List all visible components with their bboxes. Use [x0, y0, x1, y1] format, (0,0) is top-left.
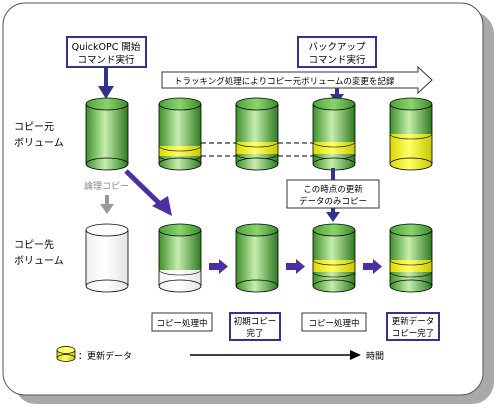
source-cylinder-2 — [158, 97, 202, 171]
target-cylinder-5 — [389, 223, 433, 293]
target-flow-arrow-2 — [286, 259, 305, 274]
backup-callout-line2: コマンド実行 — [308, 54, 366, 66]
diagonal-copy-arrow-head — [152, 196, 172, 216]
legend-update-data-icon — [56, 346, 76, 362]
status-update-done — [386, 312, 440, 341]
target-cylinder-2 — [158, 223, 202, 293]
logical-copy-label: 論理コピー — [84, 180, 129, 192]
quickopc-callout-line2: コマンド実行 — [77, 54, 135, 66]
source-cylinder-3 — [235, 97, 279, 171]
backup-callout-line1: バックアップ — [308, 42, 366, 53]
status-update-done-line2: コピー完了 — [392, 328, 435, 339]
status-copying-2 — [301, 312, 367, 332]
source-cylinder-1 — [85, 97, 129, 171]
status-initial-done-line1: 初期コピー — [234, 316, 277, 327]
time-axis-arrowhead — [350, 350, 361, 360]
source-volume-label-line1: コピー元 — [14, 121, 54, 133]
point-in-time-line2: データのみコピー — [299, 196, 367, 207]
target-cylinder-1 — [85, 223, 129, 293]
point-in-time-line1: この時点の更新 — [303, 184, 363, 195]
quickopc-arrow-head — [98, 86, 114, 99]
source-cylinder-5 — [389, 97, 433, 171]
tracking-banner-text: トラッキング処理によりコピー元ボリュームの変更を記録 — [174, 76, 395, 87]
diagonal-copy-arrow-shaft — [124, 169, 162, 206]
target-volume-label-line2: ボリューム — [14, 255, 64, 267]
quickopc-callout-line1: QuickOPC 開始 — [72, 41, 141, 53]
logical-copy-arrow-head — [100, 204, 114, 214]
source-cylinder-4 — [312, 97, 356, 171]
target-volume-label-line1: コピー先 — [14, 239, 54, 251]
status-update-done-line1: 更新データ — [392, 316, 435, 327]
legend-update-data-label: ：更新データ — [78, 350, 132, 362]
target-cylinder-3 — [235, 223, 279, 293]
status-copying-1 — [151, 312, 213, 332]
target-flow-arrow-1 — [209, 259, 228, 274]
backup-callout — [297, 36, 377, 68]
status-initial-done — [229, 312, 281, 341]
status-copying-2-text: コピー処理中 — [308, 318, 359, 329]
time-axis-label: 時間 — [366, 351, 384, 362]
point-in-time-arrow-head — [326, 212, 340, 222]
target-cylinder-4 — [312, 223, 356, 293]
tracking-banner-arrow — [161, 65, 433, 95]
quickopc-callout — [66, 36, 147, 68]
status-copying-1-text: コピー処理中 — [156, 318, 207, 329]
status-initial-done-line2: 完了 — [246, 328, 263, 339]
target-flow-arrow-3 — [363, 259, 382, 274]
point-in-time-callout — [286, 179, 380, 209]
source-volume-label-line2: ボリューム — [14, 137, 64, 149]
